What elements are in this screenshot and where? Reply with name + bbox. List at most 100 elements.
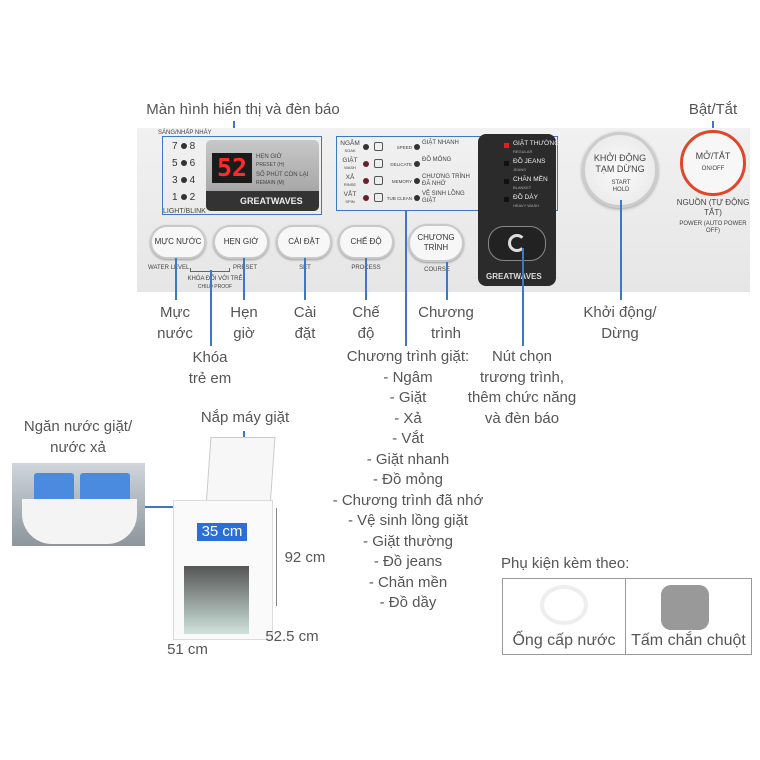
course-label: ĐỒ DÀY bbox=[513, 194, 538, 201]
option-led bbox=[414, 144, 420, 150]
program-item: - Giặt thường bbox=[363, 532, 453, 550]
callout-programs: Chương trình giặt: - Ngâm - Giặt - Xả - Vắt… bbox=[318, 347, 498, 614]
leader-line bbox=[210, 270, 212, 346]
option-label: ĐỒ MỎNG bbox=[422, 157, 452, 163]
callout-power: Bật/Tắt bbox=[688, 101, 738, 118]
program-item: - Đồ dầy bbox=[379, 594, 437, 611]
start-hold-sub: START HOLD bbox=[611, 180, 631, 193]
course-sub: BLANKET bbox=[513, 185, 532, 190]
leader-line bbox=[175, 258, 177, 300]
rat-guard-image bbox=[661, 585, 709, 630]
program-item: - Xả bbox=[394, 409, 422, 427]
course-label: GIẶT THƯỜNG bbox=[513, 140, 560, 147]
callout-display: Màn hình hiển thị và đèn báo bbox=[146, 101, 340, 118]
option-label: CHƯƠNG TRÌNH ĐÃ NHỚ bbox=[422, 174, 470, 187]
callout-line-text: Nút chọn bbox=[491, 348, 553, 365]
start-hold-button[interactable]: KHỞI ĐỘNG TẠM DỪNG START HOLD bbox=[582, 132, 658, 208]
brand-logo: GREATWAVES bbox=[240, 196, 303, 206]
remain-indicator-sub: REMAIN (M) bbox=[256, 180, 285, 186]
height-arrow bbox=[276, 508, 277, 606]
table-divider bbox=[625, 579, 626, 654]
course-panel bbox=[478, 134, 556, 286]
leader-line bbox=[620, 200, 622, 300]
process-icon bbox=[374, 193, 383, 202]
option-led bbox=[414, 195, 420, 201]
process-label: VẮT bbox=[343, 191, 357, 198]
programs-title: Chương trình giặt: bbox=[346, 348, 470, 365]
led-number: 4 bbox=[189, 175, 196, 186]
callout-line-text: trương trình, bbox=[479, 368, 565, 386]
callout-line-text: Hẹn bbox=[230, 304, 258, 321]
leader-line bbox=[365, 258, 367, 300]
process-icon bbox=[374, 176, 383, 185]
callout-line-text: Dừng bbox=[601, 324, 639, 342]
preset-button[interactable]: HẸN GIỜ bbox=[213, 225, 269, 259]
accessories-table: Ống cấp nước Tấm chắn chuột bbox=[502, 578, 752, 655]
leader-line bbox=[446, 262, 448, 300]
display-digits: 52 bbox=[212, 153, 252, 183]
power-sub: ON/OFF bbox=[701, 166, 725, 172]
course-led bbox=[504, 143, 509, 148]
callout-line-text: độ bbox=[357, 324, 375, 342]
start-hold-label: KHỞI ĐỘNG TẠM DỪNG bbox=[593, 153, 647, 174]
light-blink-top: SÁNG/NHẤP NHÁY bbox=[158, 130, 212, 136]
callout-line-text: Mực bbox=[159, 304, 191, 321]
led-number: 5 bbox=[172, 158, 178, 169]
option-sub: SPEED bbox=[396, 145, 412, 150]
course-sub: COURSE bbox=[424, 267, 450, 273]
process-led bbox=[363, 161, 369, 167]
set-button[interactable]: CÀI ĐẶT bbox=[276, 225, 332, 259]
water-level-button[interactable]: MỰC NƯỚC bbox=[150, 225, 206, 259]
detergent-compartment bbox=[34, 473, 74, 503]
process-led bbox=[363, 144, 369, 150]
program-item: - Đồ mỏng bbox=[372, 471, 444, 488]
led-number: 3 bbox=[172, 175, 178, 186]
remain-indicator: SỐ PHÚT CÒN LẠI bbox=[256, 172, 309, 178]
swirl-icon bbox=[508, 234, 526, 252]
program-item: - Ngâm bbox=[383, 368, 433, 386]
callout-line-text: đặt bbox=[294, 324, 316, 342]
leader-line bbox=[243, 258, 245, 300]
program-item: - Chăn mền bbox=[368, 573, 448, 591]
led-number: 7 bbox=[172, 141, 178, 152]
led-number: 1 bbox=[172, 192, 178, 203]
power-button[interactable]: MỞ/TẮT ON/OFF bbox=[680, 130, 746, 196]
child-lock-label: KHÓA ĐỐI VỚI TRẺ bbox=[187, 276, 243, 282]
course-selector-button[interactable] bbox=[488, 226, 546, 261]
callout-line-text: Chương bbox=[418, 304, 474, 321]
process-sub: WASH bbox=[344, 165, 356, 170]
process-button[interactable]: CHẾ ĐỘ bbox=[338, 225, 394, 259]
process-icon bbox=[374, 142, 383, 151]
accessories-title: Phụ kiện kèm theo: bbox=[501, 555, 630, 572]
led-number: 6 bbox=[189, 158, 196, 169]
option-led bbox=[414, 161, 420, 167]
softener-compartment bbox=[80, 473, 130, 503]
callout-preset: Hẹn giờ bbox=[214, 303, 274, 344]
program-item: - Vắt bbox=[392, 430, 424, 447]
led-number: 8 bbox=[189, 141, 196, 152]
callout-line-text: giờ bbox=[233, 324, 255, 342]
led-number: 2 bbox=[189, 192, 196, 203]
process-sub: RINSE bbox=[343, 182, 357, 187]
option-label: VỆ SINH LỒNG GIẶT bbox=[422, 191, 465, 204]
drum-diameter: 35 cm bbox=[197, 523, 247, 541]
course-led bbox=[504, 161, 509, 166]
course-button[interactable]: CHƯƠNG TRÌNH bbox=[408, 224, 464, 262]
process-label: XẢ bbox=[345, 174, 355, 181]
program-item: - Giặt bbox=[389, 389, 427, 406]
indicator-led bbox=[180, 160, 187, 167]
accessory-hose: Ống cấp nước bbox=[512, 632, 616, 649]
callout-set: Cài đặt bbox=[275, 303, 335, 344]
width-dimension: 51 cm bbox=[167, 641, 208, 658]
callout-line-text: Cài bbox=[293, 304, 317, 321]
course-panel-brand: GREATWAVES bbox=[486, 272, 542, 281]
callout-lid: Nắp máy giặt bbox=[200, 409, 290, 426]
course-label: ĐỒ JEANS bbox=[513, 158, 546, 165]
program-item: - Chương trình đã nhớ bbox=[332, 491, 484, 509]
process-icon bbox=[374, 159, 383, 168]
